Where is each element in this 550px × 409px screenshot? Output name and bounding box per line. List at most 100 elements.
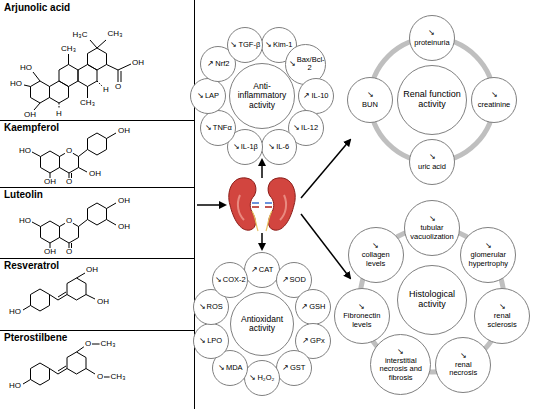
circle-content: Renal function activity bbox=[403, 90, 461, 110]
trend-arrow: ↘ bbox=[429, 153, 436, 161]
marker-circle: ↘COX-2 bbox=[212, 262, 248, 298]
trend-arrow: ↘ bbox=[428, 29, 435, 37]
atom-label: O bbox=[65, 248, 73, 256]
compound-cell: Arjunolic acid bbox=[0, 0, 195, 121]
atom-label: H bbox=[55, 110, 63, 118]
atom-label: OH bbox=[23, 111, 37, 119]
marker-name: LAP bbox=[205, 92, 219, 100]
atom-label: OH bbox=[43, 248, 57, 256]
structure-pterostilbene bbox=[23, 344, 111, 385]
circle-content: ↘creatinine bbox=[478, 91, 511, 109]
trend-arrow: ↘ bbox=[460, 352, 467, 360]
trend-arrow: ↘ bbox=[199, 303, 206, 311]
circle-content: ↘H₂O₂ bbox=[249, 374, 274, 382]
atom-label: OH bbox=[131, 59, 145, 67]
trend-arrow: ↘ bbox=[197, 92, 204, 100]
atom-label: OH bbox=[117, 197, 131, 205]
marker-circle: ↘H₂O₂ bbox=[244, 360, 280, 396]
marker-circle: ↘renal sclerosis bbox=[474, 288, 530, 344]
circle-content: ↘collagen levels bbox=[353, 242, 399, 268]
atom-label: H₃C bbox=[72, 31, 89, 39]
trend-arrow: ↗ bbox=[301, 303, 308, 311]
atom-label: O bbox=[65, 178, 73, 186]
compound-name: Pterostilbene bbox=[4, 332, 67, 343]
circle-content: ↗SOD bbox=[282, 276, 306, 284]
activity-title: Anti-inflammatory activity bbox=[234, 82, 290, 110]
activity-circle: Anti-inflammatory activity bbox=[229, 63, 295, 129]
circle-content: ↘uric acid bbox=[418, 153, 446, 171]
structure-resveratrol bbox=[23, 273, 95, 311]
marker-circle: ↘LPO bbox=[193, 323, 229, 359]
circle-content: Antioxidant activity bbox=[234, 315, 290, 334]
trend-arrow: ↘ bbox=[499, 303, 506, 311]
marker-circle: ↘renal necrosis bbox=[435, 337, 491, 393]
trend-arrow: ↘ bbox=[429, 215, 436, 223]
circle-content: ↘Fibronectin levels bbox=[339, 303, 385, 329]
trend-arrow: ↘ bbox=[215, 276, 222, 284]
trend-arrow: ↗ bbox=[207, 60, 214, 68]
marker-circle: ↗CAT bbox=[244, 252, 280, 288]
trend-arrow: ↗ bbox=[303, 92, 310, 100]
circle-content: ↗CAT bbox=[251, 266, 273, 274]
marker-name: CAT bbox=[259, 266, 273, 274]
marker-circle: ↘IL-6 bbox=[261, 129, 297, 165]
marker-name: LPO bbox=[207, 337, 222, 345]
kidney-illustration bbox=[229, 178, 295, 231]
compound-cell: Pterostilbene bbox=[0, 330, 195, 409]
marker-circle: ↗IL-10 bbox=[298, 78, 334, 114]
circle-content: Histological activity bbox=[403, 290, 461, 310]
marker-name: BUN bbox=[362, 101, 378, 109]
atom-label: OH bbox=[85, 266, 99, 274]
trend-arrow: ↘ bbox=[233, 143, 240, 151]
trend-arrow: ↘ bbox=[230, 41, 237, 49]
marker-name: GST bbox=[290, 364, 305, 372]
marker-name: TNFα bbox=[213, 124, 232, 132]
marker-name: COX-2 bbox=[223, 276, 246, 284]
circle-content: ↘ BUN bbox=[362, 91, 378, 109]
circle-content: ↗Nrf2 bbox=[207, 60, 229, 68]
trend-arrow: ↗ bbox=[282, 276, 289, 284]
atom-label: CH₃ bbox=[79, 99, 96, 107]
atom-label: OH bbox=[96, 298, 110, 306]
atom-label: OH bbox=[88, 170, 102, 178]
atom-label: CH₃ bbox=[107, 30, 124, 38]
marker-name: renal sclerosis bbox=[479, 312, 525, 329]
atom-label: HO bbox=[19, 64, 33, 72]
marker-name: Kim-1 bbox=[273, 41, 293, 49]
trend-arrow: ↘ bbox=[199, 337, 206, 345]
trend-arrow: ↗ bbox=[302, 337, 309, 345]
marker-circle: ↗GST bbox=[276, 350, 312, 386]
circle-content: ↘TGF-β bbox=[230, 41, 260, 49]
marker-name: renal necrosis bbox=[440, 361, 486, 378]
marker-circle: ↘ BUN bbox=[347, 77, 393, 123]
marker-name: TGF-β bbox=[238, 41, 260, 49]
circle-content: ↗IL-10 bbox=[303, 92, 328, 100]
marker-name: Nrf2 bbox=[215, 60, 229, 68]
trend-arrow: ↘ bbox=[265, 41, 272, 49]
compound-name: Arjunolic acid bbox=[4, 2, 70, 13]
circle-content: ↘LPO bbox=[199, 337, 222, 345]
atom-label: O bbox=[84, 340, 92, 348]
marker-name: IL-10 bbox=[311, 92, 328, 100]
structure-arjunolic bbox=[24, 40, 131, 110]
circle-content: ↘renal sclerosis bbox=[479, 303, 525, 329]
atom-label: O bbox=[65, 217, 73, 225]
compound-name: Luteolin bbox=[4, 189, 43, 200]
circle-content: ↘LAP bbox=[197, 92, 219, 100]
atom-label: CH₃ bbox=[110, 373, 127, 381]
trend-arrow: ↘ bbox=[218, 364, 225, 372]
marker-name: interstitial necrosis and fibrosis bbox=[378, 357, 424, 382]
circle-content: ↘renal necrosis bbox=[440, 352, 486, 378]
structure-luteolin bbox=[32, 203, 116, 248]
trend-arrow: ↘ bbox=[268, 143, 275, 151]
marker-name: creatinine bbox=[478, 101, 511, 109]
trend-arrow: ↘ bbox=[367, 91, 374, 99]
atom-label: HO bbox=[9, 80, 23, 88]
trend-arrow: ↘ bbox=[289, 60, 296, 68]
marker-name: H₂O₂ bbox=[257, 374, 274, 382]
atom-label: HO bbox=[8, 308, 22, 316]
trend-arrow: ↗ bbox=[251, 266, 258, 274]
circle-content: ↘COX-2 bbox=[215, 276, 246, 284]
circle-content: ↘IL-6 bbox=[268, 143, 289, 151]
marker-name: IL-1β bbox=[241, 143, 258, 151]
